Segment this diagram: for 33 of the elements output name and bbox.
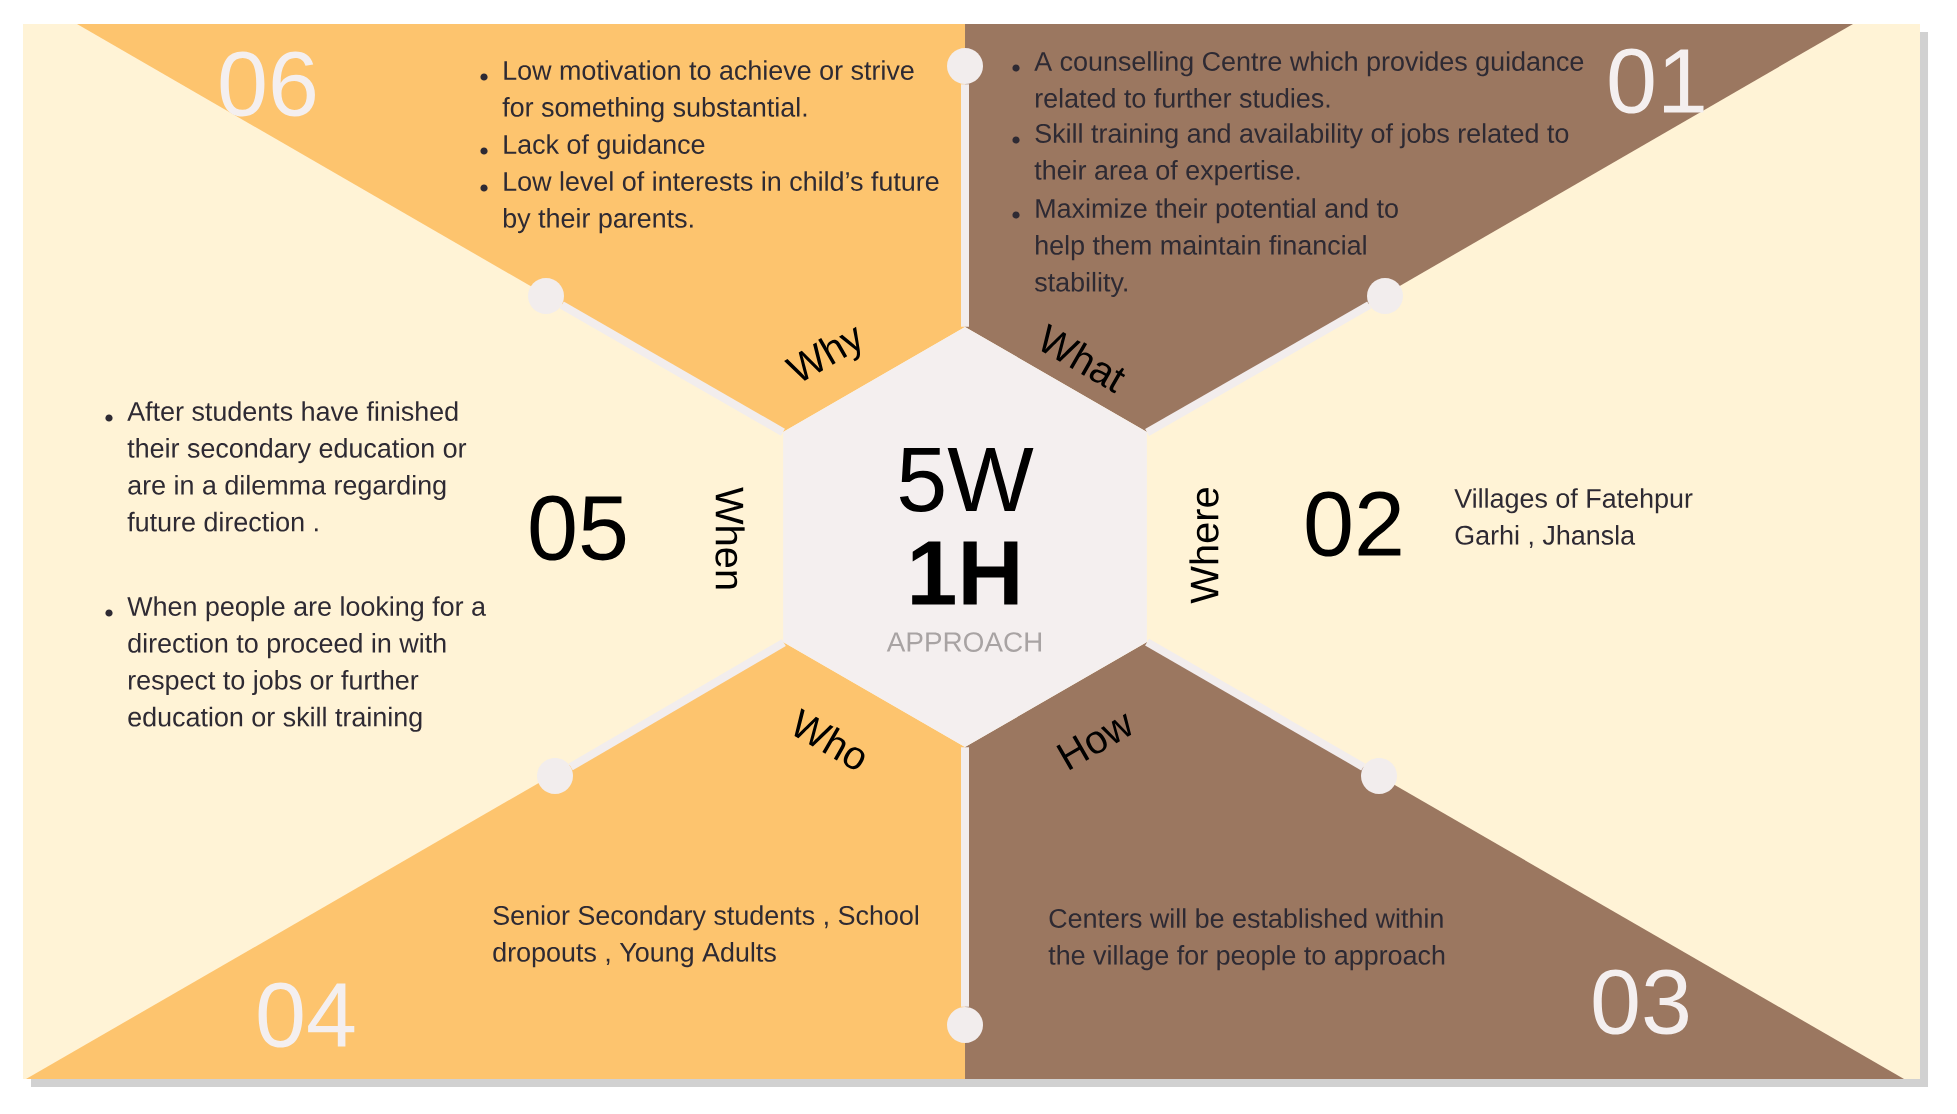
section-number: 01 <box>1609 48 1704 114</box>
section-number: 02 <box>1306 491 1401 557</box>
body-text: A counselling Centre which provides guidance related to further studies. <box>1034 51 1584 108</box>
question-word: How <box>1056 713 1132 770</box>
body-text: Centers will be established within the village for people to approach <box>1048 908 1445 971</box>
body-text: Maximize their potential and to help them maintain financial stability. <box>1034 198 1398 297</box>
section-number: 03 <box>1593 969 1688 1035</box>
title-text: 1H <box>912 541 1018 605</box>
section-number: 05 <box>530 495 626 561</box>
title-text: 5W <box>899 448 1034 512</box>
body-text: When people are looking for a direction to proceed in with respect to jobs or further education or skill training <box>127 596 486 732</box>
body-text: Villages of Fatehpur Garhi , Jhansla <box>1454 488 1693 548</box>
question-word: Why <box>784 326 860 381</box>
spoke-line <box>559 301 785 436</box>
subtitle-text: APPROACH <box>886 632 1041 652</box>
spoke-line <box>1145 638 1366 771</box>
spoke-line <box>1145 301 1372 436</box>
body-text: Low motivation to achieve or strive for something substantial. <box>502 60 914 123</box>
spoke-dot <box>947 1007 983 1043</box>
body-text: After students have finished their secondary education or are in a dilemma regarding future direction . <box>127 401 467 532</box>
spoke-dot <box>947 48 983 84</box>
spoke-dot <box>528 278 564 314</box>
spoke-line <box>568 639 786 771</box>
question-word: Who <box>794 708 865 770</box>
section-number: 04 <box>258 982 355 1048</box>
body-text: Low level of interests in child’s future by their parents. <box>503 171 939 234</box>
question-word: Where <box>1189 488 1219 604</box>
section-number: 06 <box>220 51 315 117</box>
body-text: Skill training and availability of jobs related to their area of expertise. <box>1034 123 1569 186</box>
body-text: Senior Secondary students , School dropouts , Young Adults <box>493 905 918 968</box>
body-text: Lack of guidance <box>504 134 705 160</box>
question-word: When <box>715 487 745 589</box>
spoke-dot <box>1367 278 1403 314</box>
